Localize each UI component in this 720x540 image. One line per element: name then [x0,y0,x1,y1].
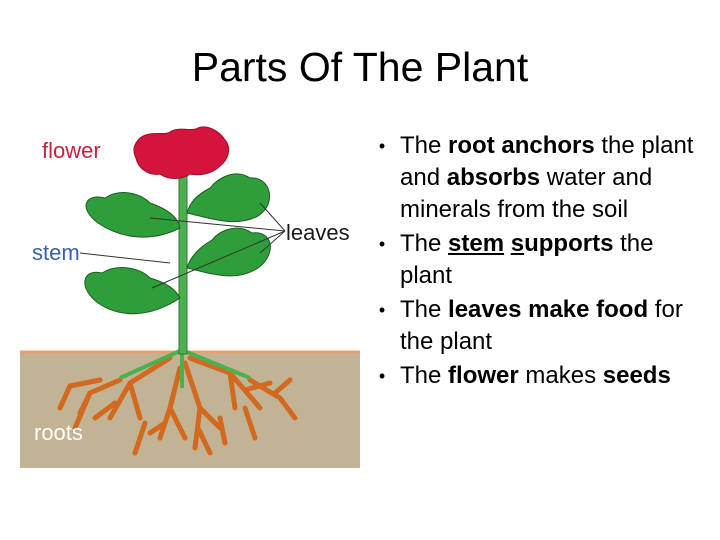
bullet-list: • The root anchors the plant and absorbs… [372,130,712,394]
text-run: water and minerals from the soil [400,164,653,223]
bullet-flower: • The flower makes seeds [372,360,712,392]
text-run-bold: flower [448,362,519,389]
text-run-bold-underline: stem [448,230,505,257]
bullet-root: • The root anchors the plant and absorbs… [372,130,712,226]
text-run: makes [518,362,603,389]
bullet-leaves: • The leaves make food for the plant [372,294,712,358]
underlined-initial: s [510,230,525,257]
text-run: The [400,230,449,257]
text-run: The [400,362,449,389]
text-run: The [400,296,449,323]
bullet-text: The flower makes seeds [400,362,671,389]
label-roots: roots [34,420,83,445]
soil [20,352,360,468]
text-run-bold: absorbs [446,164,541,191]
text-run: for the plant [400,296,683,355]
bullet-text: The stem supports the plant [400,230,653,289]
bullet-dot: • [378,300,386,320]
text-run-bold: leaves make food [448,296,649,323]
slide-title: Parts Of The Plant [191,44,529,90]
text-run-bold: root anchors [448,132,595,159]
bullet-dot: • [378,366,386,386]
label-stem: stem [32,240,80,265]
text-run [504,230,511,257]
label-leaves: leaves [286,220,350,245]
text-run-bold: seeds [602,362,671,389]
text-run: the plant [400,230,654,289]
flower [133,126,230,179]
text-run-bold-first-underline: supports [511,230,614,257]
leaves [84,173,271,315]
stem [178,175,188,355]
root-base [119,348,251,388]
text-run: the plant and [400,132,694,191]
bullet-text: The leaves make food for the plant [400,296,683,355]
pointer-lines [79,202,286,289]
text-run: The [400,132,449,159]
bullet-dot: • [378,136,386,156]
plant-illustration: flower leaves stem roots [20,126,360,468]
bullet-text: The root anchors the plant and absorbs w… [400,132,693,223]
roots [57,355,298,456]
remaining-letters: upports [524,230,614,257]
bullet-dot: • [378,234,386,254]
bullet-stem: • The stem supports the plant [372,228,712,292]
plant-diagram: flower leaves stem roots [20,118,360,468]
label-flower: flower [42,138,101,163]
